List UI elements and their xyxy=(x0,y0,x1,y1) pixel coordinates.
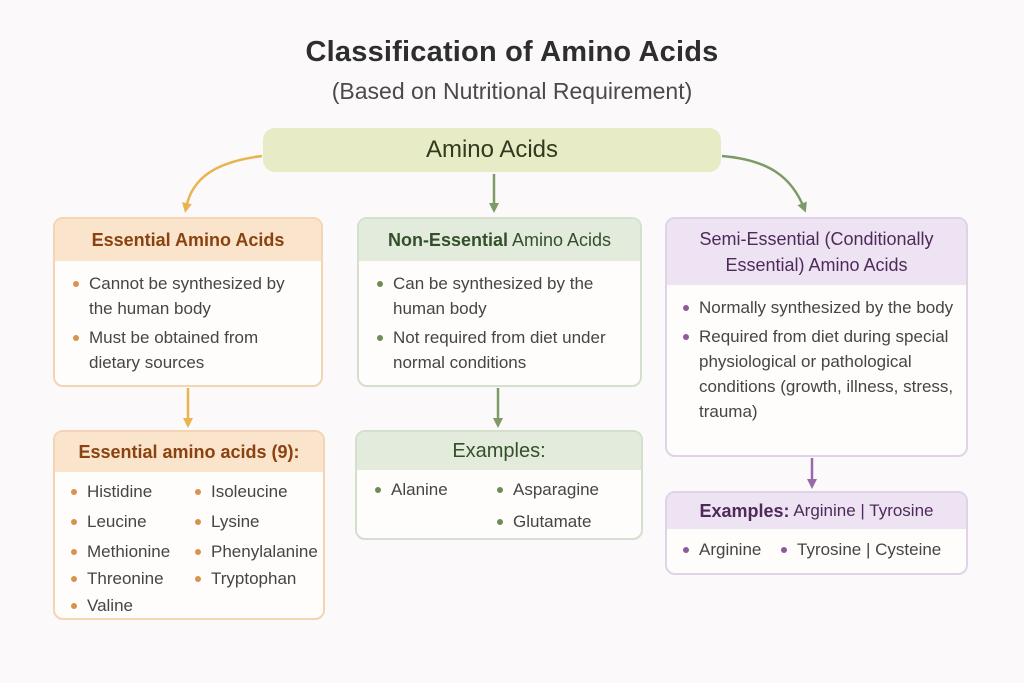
essential-list-header: Essential amino acids (9): xyxy=(55,432,323,472)
list-item: Alanine xyxy=(373,480,495,500)
list-item: Required from diet during special physio… xyxy=(681,324,954,424)
essential-card: Essential Amino Acids Cannot be synthesi… xyxy=(53,217,323,387)
nonessential-examples-card: Examples: Alanine Asparagine Glutamate xyxy=(355,430,643,540)
arrow-root-to-essential xyxy=(182,154,263,213)
essential-points: Cannot be synthesized by the human body … xyxy=(55,261,321,375)
nonessential-points: Can be synthesized by the human body Not… xyxy=(359,261,640,375)
essential-list-col2: Isoleucine Lysine Phenylalanine Tryptoph… xyxy=(193,482,318,616)
semiessential-header: Semi-Essential (Conditionally Essential)… xyxy=(667,219,966,285)
semiessential-points: Normally synthesized by the body Require… xyxy=(667,285,966,424)
list-item: Leucine xyxy=(69,512,193,532)
list-item: Not required from diet under normal cond… xyxy=(375,325,628,375)
list-item: Must be obtained from dietary sources xyxy=(71,325,309,375)
semiessential-examples-col2: Tyrosine | Cysteine xyxy=(779,540,941,560)
essential-header: Essential Amino Acids xyxy=(55,219,321,261)
list-item: Phenylalanine xyxy=(193,542,318,562)
essential-list-card: Essential amino acids (9): Histidine Leu… xyxy=(53,430,325,620)
list-item: Threonine xyxy=(69,569,193,589)
nonessential-examples-header: Examples: xyxy=(357,432,641,470)
nonessential-card: Non-Essential Amino Acids Can be synthes… xyxy=(357,217,642,387)
list-item: Asparagine xyxy=(495,480,599,500)
list-item: Normally synthesized by the body xyxy=(681,295,954,320)
list-item: Arginine xyxy=(681,540,779,560)
list-item: Can be synthesized by the human body xyxy=(375,271,628,321)
list-item: Isoleucine xyxy=(193,482,318,502)
arrow-root-to-semiessential xyxy=(721,154,807,213)
diagram-subtitle: (Based on Nutritional Requirement) xyxy=(331,78,693,104)
list-item: Glutamate xyxy=(495,512,599,532)
root-node: Amino Acids xyxy=(263,128,721,172)
list-item: Histidine xyxy=(69,482,193,502)
list-item: Tyrosine | Cysteine xyxy=(779,540,941,560)
nonessential-examples-col1: Alanine xyxy=(373,480,495,532)
semiessential-card: Semi-Essential (Conditionally Essential)… xyxy=(665,217,968,457)
semiessential-examples-card: Examples: Arginine | Tyrosine Arginine T… xyxy=(665,491,968,575)
semiessential-examples-col1: Arginine xyxy=(681,540,779,560)
list-item: Cannot be synthesized by the human body xyxy=(71,271,309,321)
list-item: Valine xyxy=(69,596,193,616)
list-item: Lysine xyxy=(193,512,318,532)
essential-list-col1: Histidine Leucine Methionine Threonine V… xyxy=(69,482,193,616)
list-item: Methionine xyxy=(69,542,193,562)
semiessential-examples-header: Examples: Arginine | Tyrosine xyxy=(667,493,966,529)
diagram-title: Classification of Amino Acids xyxy=(305,36,719,68)
list-item: Tryptophan xyxy=(193,569,318,589)
nonessential-examples-col2: Asparagine Glutamate xyxy=(495,480,599,532)
nonessential-header: Non-Essential Amino Acids xyxy=(359,219,640,261)
